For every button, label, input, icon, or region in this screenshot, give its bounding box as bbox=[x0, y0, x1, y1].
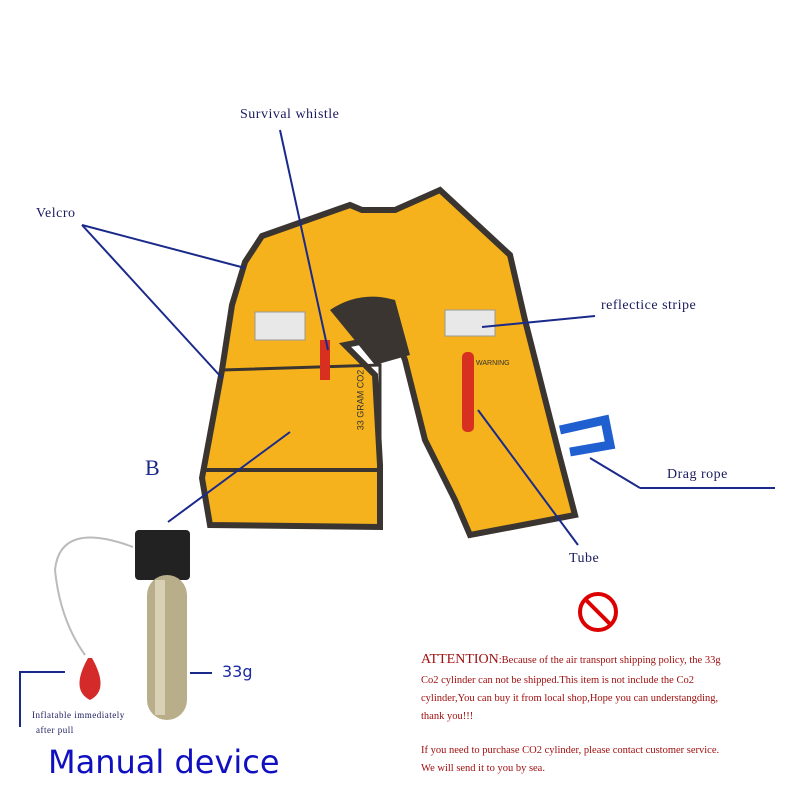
life-vest bbox=[198, 186, 579, 539]
label-reflective-stripe: reflectice stripe bbox=[601, 298, 697, 313]
attention-heading: ATTENTION bbox=[421, 652, 499, 667]
label-tube: Tube bbox=[569, 551, 600, 566]
label-drag-rope: Drag rope bbox=[667, 467, 728, 482]
notice-line: If you need to purchase CO2 cylinder, pl… bbox=[421, 745, 720, 756]
label-b: B bbox=[145, 455, 161, 480]
label-velcro: Velcro bbox=[36, 206, 76, 221]
label-inflatable-1: Inflatable immediately bbox=[32, 710, 125, 720]
notice-line: Co2 cylinder can not be shipped.This ite… bbox=[421, 675, 694, 686]
label-inflatable-2: after pull bbox=[36, 725, 74, 735]
label-manual-device: Manual device bbox=[48, 743, 280, 781]
vest-warning-text: WARNING bbox=[476, 360, 510, 367]
notice-line: cylinder,You can buy it from local shop,… bbox=[421, 693, 719, 704]
notice-line: :Because of the air transport shipping p… bbox=[498, 655, 721, 666]
annotation-lines bbox=[19, 129, 775, 727]
label-33g: 33g bbox=[222, 662, 253, 681]
label-survival-whistle: Survival whistle bbox=[240, 107, 340, 122]
vest-cylinder-text: 33 GRAM CO2 bbox=[355, 369, 366, 431]
notice-line: We will send it to you by sea. bbox=[421, 763, 545, 774]
notice-line: thank you!!! bbox=[421, 711, 474, 722]
